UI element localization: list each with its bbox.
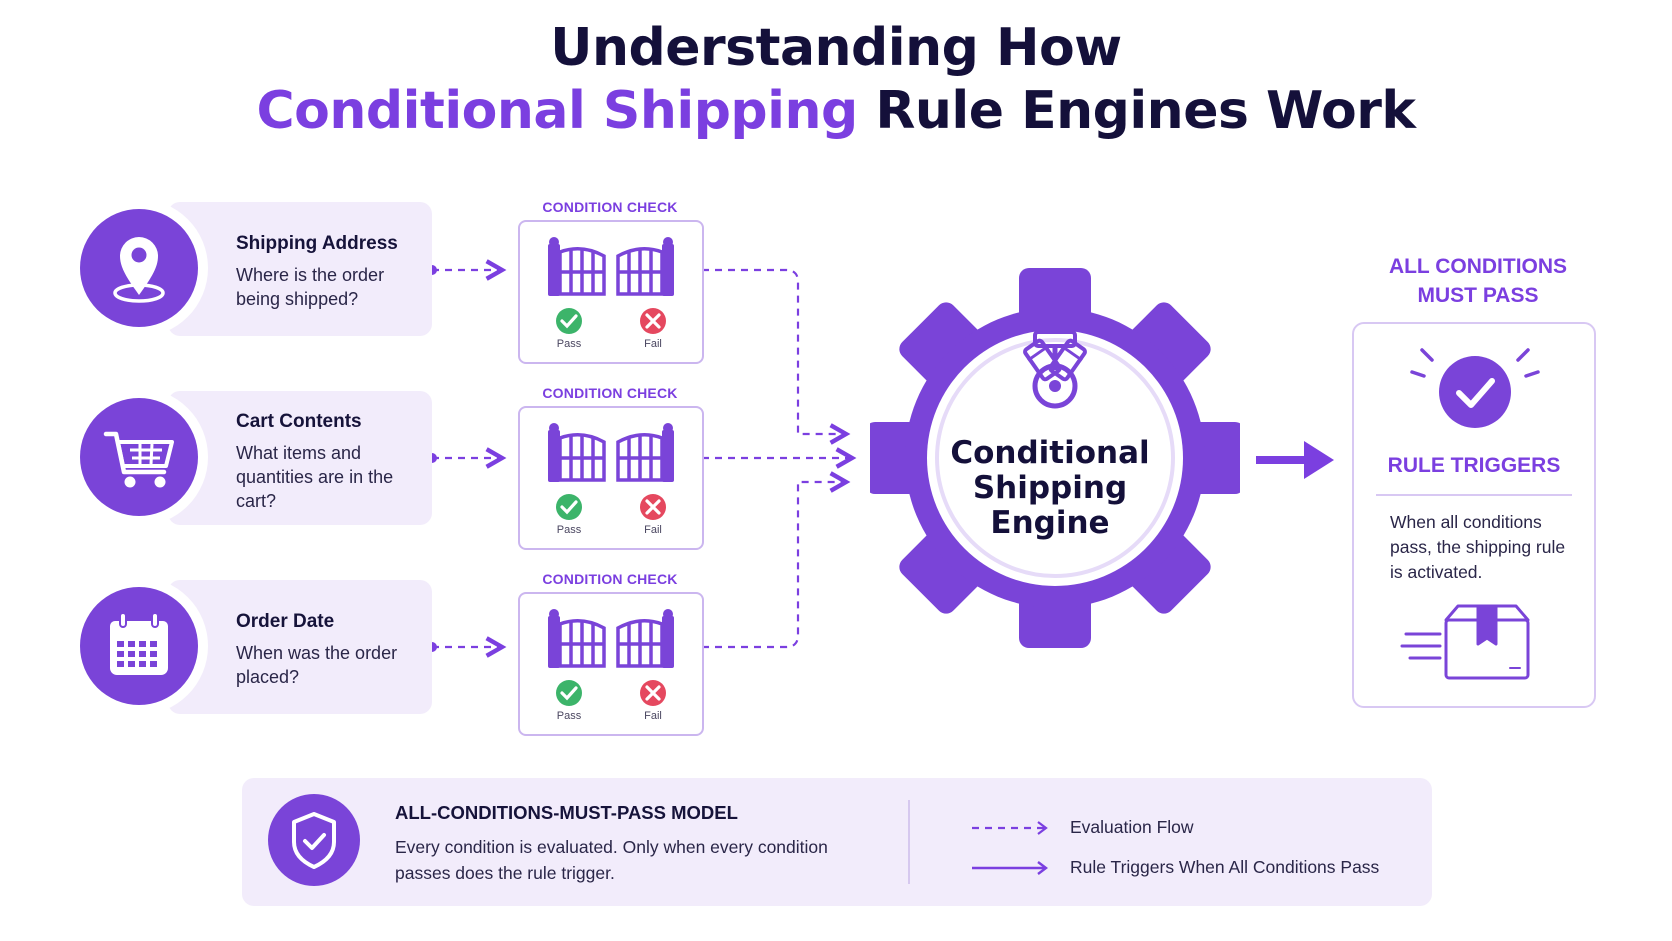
engine-label: Conditional Shipping Engine	[935, 436, 1165, 541]
engine-label-line3: Engine	[990, 505, 1110, 541]
condition-check-box: Pass Fail	[518, 220, 704, 364]
input-card-order-date	[168, 580, 432, 714]
rule-desc: When all conditions pass, the shipping r…	[1390, 512, 1566, 582]
rule-triggers-label: RULE TRIGGERS	[1387, 454, 1561, 477]
condition-check-box: Pass Fail	[518, 406, 704, 550]
pass-label: Pass	[556, 524, 582, 536]
calendar-icon	[110, 612, 168, 675]
input-circle-order-date	[80, 587, 198, 705]
legend-desc: Every condition is evaluated. Only when …	[395, 837, 828, 883]
condition-check-label: CONDITION CHECK	[542, 199, 678, 215]
input-circle-cart-contents	[80, 398, 198, 516]
shipping-box-icon	[1400, 604, 1530, 680]
engine-pistons-icon	[1023, 330, 1087, 409]
shopping-cart-icon	[103, 431, 174, 488]
result-heading-line1: ALL CONDITIONS	[1388, 255, 1568, 278]
fail-label: Fail	[644, 524, 662, 536]
fail-label: Fail	[644, 710, 662, 722]
input-desc: Where is the order being shipped?	[236, 265, 385, 309]
legend-dashed-label: Evaluation Flow	[1070, 817, 1194, 837]
gate-icon	[548, 609, 674, 706]
result-heading: ALL CONDITIONS MUST PASS	[1348, 252, 1608, 310]
pass-label: Pass	[556, 710, 582, 722]
legend-panel	[242, 778, 1432, 906]
input-title: Shipping Address	[236, 233, 398, 254]
fail-label: Fail	[644, 338, 662, 350]
legend-title: ALL-CONDITIONS-MUST-PASS MODEL	[395, 802, 738, 823]
gate-icon	[548, 423, 674, 520]
engine-label-line2: Shipping	[972, 470, 1128, 506]
title-rest-text: Rule Engines Work	[875, 81, 1416, 141]
input-title: Cart Contents	[236, 411, 362, 432]
legend-swatches	[972, 821, 1048, 875]
condition-check-label: CONDITION CHECK	[542, 571, 678, 587]
result-heading-line2: MUST PASS	[1417, 284, 1539, 307]
page-title-line1: Understanding How	[550, 18, 1122, 78]
location-pin-icon	[113, 237, 165, 303]
engine-gear	[870, 268, 1240, 648]
condition-check-label: CONDITION CHECK	[542, 385, 678, 401]
engine-label-line1: Conditional	[950, 435, 1150, 471]
gate-icon	[548, 237, 674, 334]
check-to-engine-arrows	[702, 268, 852, 649]
page-title-line2: Conditional Shipping Rule Engines Work	[0, 76, 1672, 146]
input-desc: When was the order placed?	[236, 643, 398, 687]
result-divider	[1376, 494, 1572, 496]
input-card-cart-contents	[168, 391, 432, 525]
legend-divider	[908, 800, 910, 884]
input-card-shipping-address	[168, 202, 432, 336]
shield-check-icon	[268, 794, 360, 886]
engine-to-result-arrow	[1256, 441, 1334, 479]
condition-check-box: Pass Fail	[518, 592, 704, 736]
input-title: Order Date	[236, 611, 335, 632]
input-circle-shipping-address	[80, 209, 198, 327]
dashed-arrow-icon	[972, 821, 1048, 835]
input-to-check-arrows	[427, 265, 502, 652]
input-desc: What items and quantities are in the car…	[236, 443, 394, 511]
legend-solid-label: Rule Triggers When All Conditions Pass	[1070, 857, 1380, 877]
check-circle-icon	[1410, 348, 1540, 428]
title-accent-text: Conditional Shipping	[256, 81, 859, 141]
solid-arrow-icon	[972, 861, 1048, 875]
pass-label: Pass	[556, 338, 582, 350]
